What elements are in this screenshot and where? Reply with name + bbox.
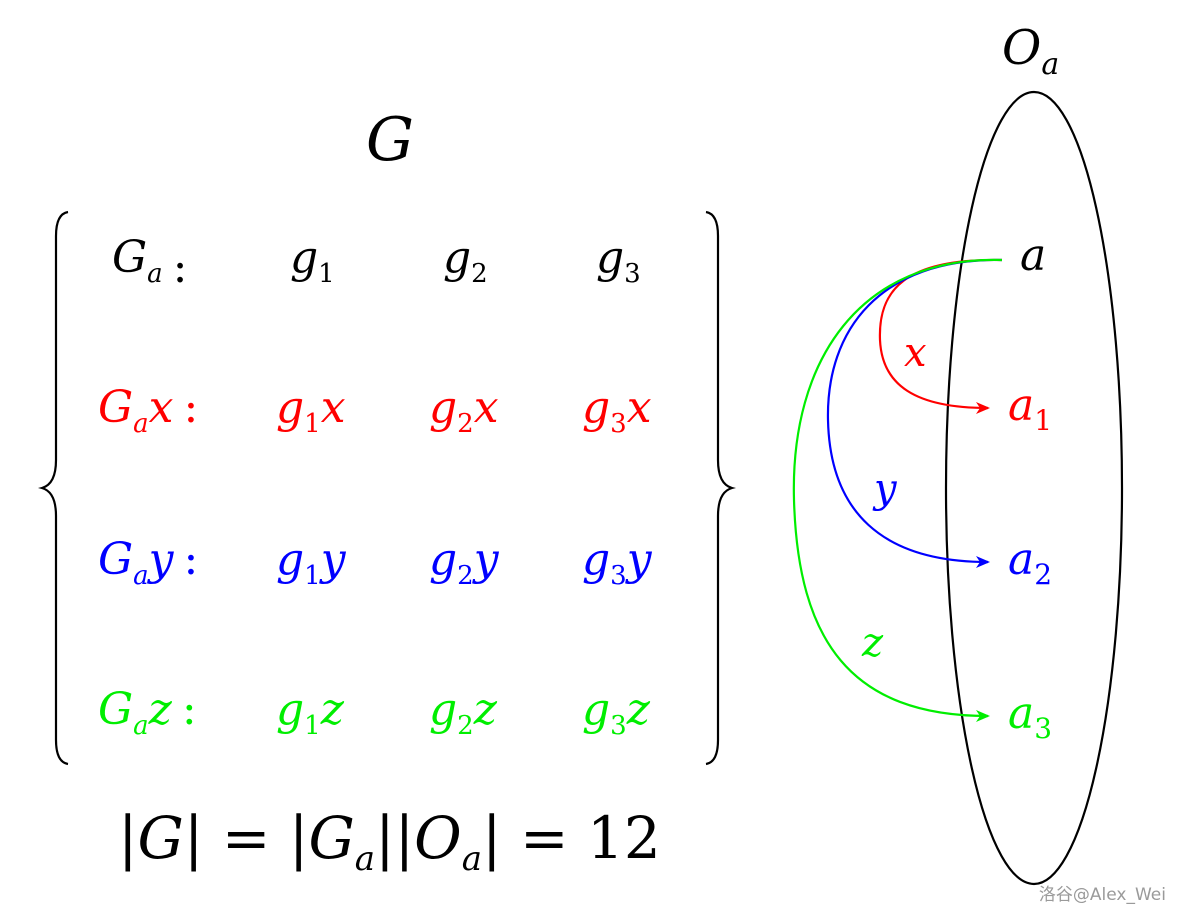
- coset-cell: g1x: [276, 382, 346, 439]
- coset-row-x: Gax: g1x g2x g3x: [98, 382, 652, 439]
- coset-cell: g2z: [429, 684, 498, 741]
- coset-cell: g2y: [429, 534, 500, 591]
- arrow-z: [792, 258, 1003, 722]
- row-label-suffix: y: [147, 534, 175, 585]
- row-label-sub: a: [133, 561, 149, 591]
- coset-cell: g2: [443, 232, 488, 289]
- coset-cell: g1y: [276, 534, 347, 591]
- row-label-suffix: x: [149, 382, 174, 433]
- orbit-ellipse: [944, 90, 1124, 886]
- coset-row-z: Gaz: g1z g2z g3z: [98, 684, 651, 741]
- coset-cell: g2x: [429, 382, 499, 439]
- orbit-point-a1: a1: [1008, 380, 1052, 437]
- orbit-point-a: a: [1020, 230, 1046, 281]
- orbit-label: Oa: [1002, 20, 1059, 82]
- svg-text:Gay:: Gay:: [98, 534, 198, 591]
- row-label-main: G: [98, 534, 133, 585]
- row-label-suffix: z: [148, 684, 173, 735]
- coset-row-stabilizer: Ga: g1 g2 g3: [112, 232, 641, 293]
- coset-cell: g3x: [582, 382, 652, 439]
- coset-cell: g3: [596, 232, 641, 289]
- coset-cell: g1: [290, 232, 335, 289]
- coset-cell: g1z: [276, 684, 345, 741]
- arrow-label-z: z: [861, 620, 884, 666]
- row-label-sub: a: [147, 259, 163, 289]
- orbit-point-a2: a2: [1008, 534, 1052, 591]
- orbit-point-a3: a3: [1008, 688, 1052, 745]
- svg-text:Ga:: Ga:: [112, 232, 188, 293]
- orbit-stabilizer-formula: |G| = |Ga||Oa| = 12: [118, 804, 661, 879]
- coset-cell: g3y: [582, 534, 653, 591]
- right-brace: [705, 210, 736, 766]
- svg-text:Gaz:: Gaz:: [98, 684, 197, 741]
- arrow-label-x: x: [904, 330, 927, 376]
- coset-row-y: Gay: g1y g2y g3y: [98, 534, 653, 591]
- row-label-sub: a: [133, 409, 149, 439]
- coset-cell: g3z: [582, 684, 651, 741]
- arrow-label-y: y: [872, 466, 898, 512]
- row-label-sub: a: [133, 711, 149, 741]
- row-label-main: G: [98, 684, 133, 735]
- row-label-main: G: [112, 232, 147, 283]
- svg-text:Gax:: Gax:: [98, 382, 198, 439]
- left-brace: [38, 210, 69, 766]
- coset-table: Ga: g1 g2 g3 Gax: g1x g2x g3x: [98, 232, 653, 741]
- watermark: 洛谷@Alex_Wei: [1039, 885, 1166, 905]
- group-label: G: [366, 105, 414, 175]
- arrow-y: [826, 258, 1003, 568]
- row-label-main: G: [98, 382, 133, 433]
